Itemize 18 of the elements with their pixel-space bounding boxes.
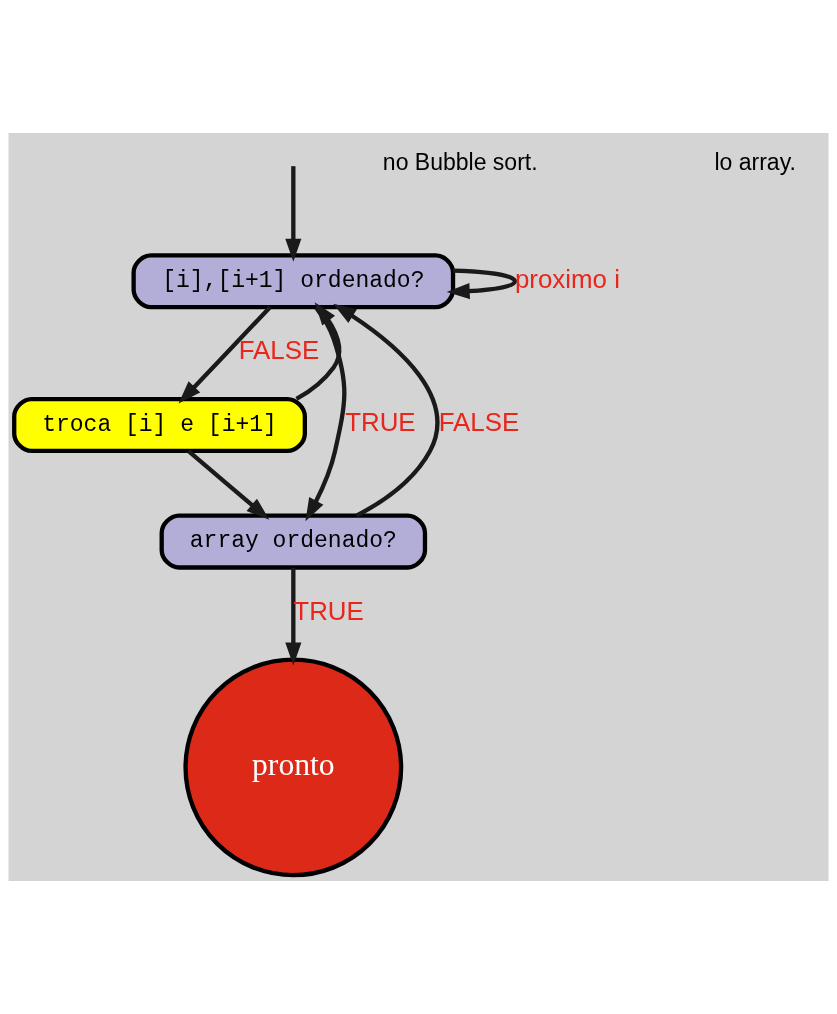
arrow bbox=[187, 449, 270, 520]
edge-label: FALSE bbox=[438, 408, 520, 437]
arrow bbox=[305, 306, 347, 522]
node-circle: pronto bbox=[183, 657, 404, 878]
edge-label: proximo i bbox=[514, 264, 620, 293]
arrow bbox=[285, 166, 302, 262]
node-box: [i],[i+1] ordenado? bbox=[131, 253, 456, 310]
label: no Bubble sort. bbox=[382, 149, 538, 176]
node-box: troca [i] e [i+1] bbox=[12, 397, 307, 454]
edge-label: FALSE bbox=[238, 336, 320, 365]
arrow bbox=[333, 303, 440, 518]
arrow bbox=[178, 305, 272, 404]
node-box: array ordenado? bbox=[159, 513, 428, 570]
arrow bbox=[295, 302, 342, 401]
arrow bbox=[446, 268, 518, 300]
arrow bbox=[285, 567, 302, 666]
edge-label: TRUE bbox=[345, 408, 416, 437]
label: lo array. bbox=[714, 149, 796, 176]
